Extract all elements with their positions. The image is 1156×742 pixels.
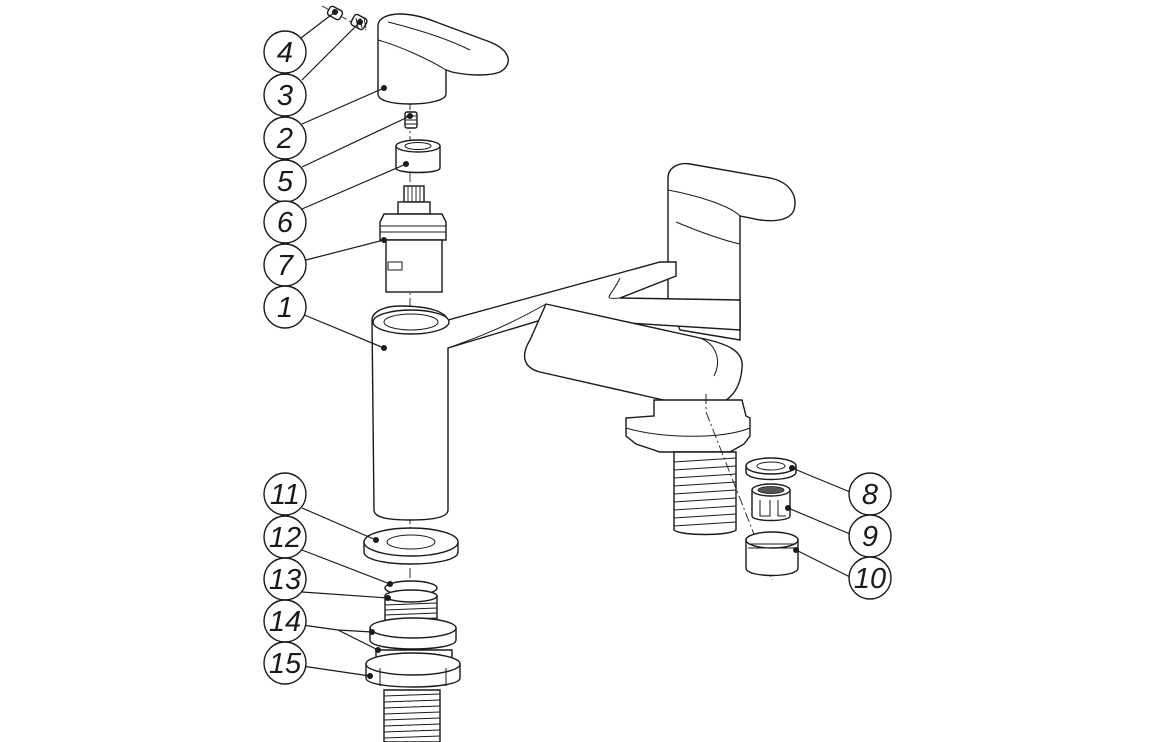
callout-9: 9 (848, 514, 892, 558)
svg-text:10: 10 (854, 563, 886, 595)
aerator-housing (745, 531, 799, 577)
callout-11: 11 (263, 472, 307, 516)
callout-6: 6 (263, 200, 307, 244)
aerator-insert (751, 483, 791, 522)
svg-text:6: 6 (277, 207, 294, 239)
svg-text:2: 2 (276, 123, 293, 155)
callout-1: 1 (263, 285, 307, 329)
shank-assembly (384, 580, 438, 623)
tap-body (371, 162, 796, 581)
leader-lines (300, 9, 851, 679)
svg-text:9: 9 (862, 521, 878, 553)
callout-4: 4 (263, 30, 307, 74)
svg-text:11: 11 (270, 479, 300, 511)
callout-15: 15 (263, 641, 307, 685)
svg-text:15: 15 (269, 648, 302, 680)
callout-5: 5 (263, 159, 307, 203)
svg-text:12: 12 (269, 522, 301, 554)
callout-12: 12 (263, 515, 307, 559)
spline-adaptor (395, 139, 441, 174)
callout-14: 14 (263, 599, 307, 643)
base-washer (363, 527, 459, 565)
callout-10: 10 (848, 556, 892, 600)
lever-handle (377, 13, 509, 105)
svg-text:3: 3 (277, 80, 293, 112)
callout-2: 2 (263, 116, 307, 160)
callout-3: 3 (263, 73, 307, 117)
svg-text:7: 7 (277, 250, 295, 282)
callout-7: 7 (263, 243, 307, 287)
svg-text:14: 14 (269, 606, 301, 638)
callout-8: 8 (848, 472, 892, 516)
aerator-ring (745, 457, 797, 481)
callout-13: 13 (263, 557, 307, 601)
svg-text:4: 4 (277, 37, 293, 69)
svg-text:8: 8 (862, 479, 878, 511)
svg-text:1: 1 (277, 292, 293, 324)
back-nut (365, 652, 461, 742)
svg-text:5: 5 (277, 166, 294, 198)
svg-text:13: 13 (269, 564, 301, 596)
valve-cartridge (379, 185, 447, 293)
